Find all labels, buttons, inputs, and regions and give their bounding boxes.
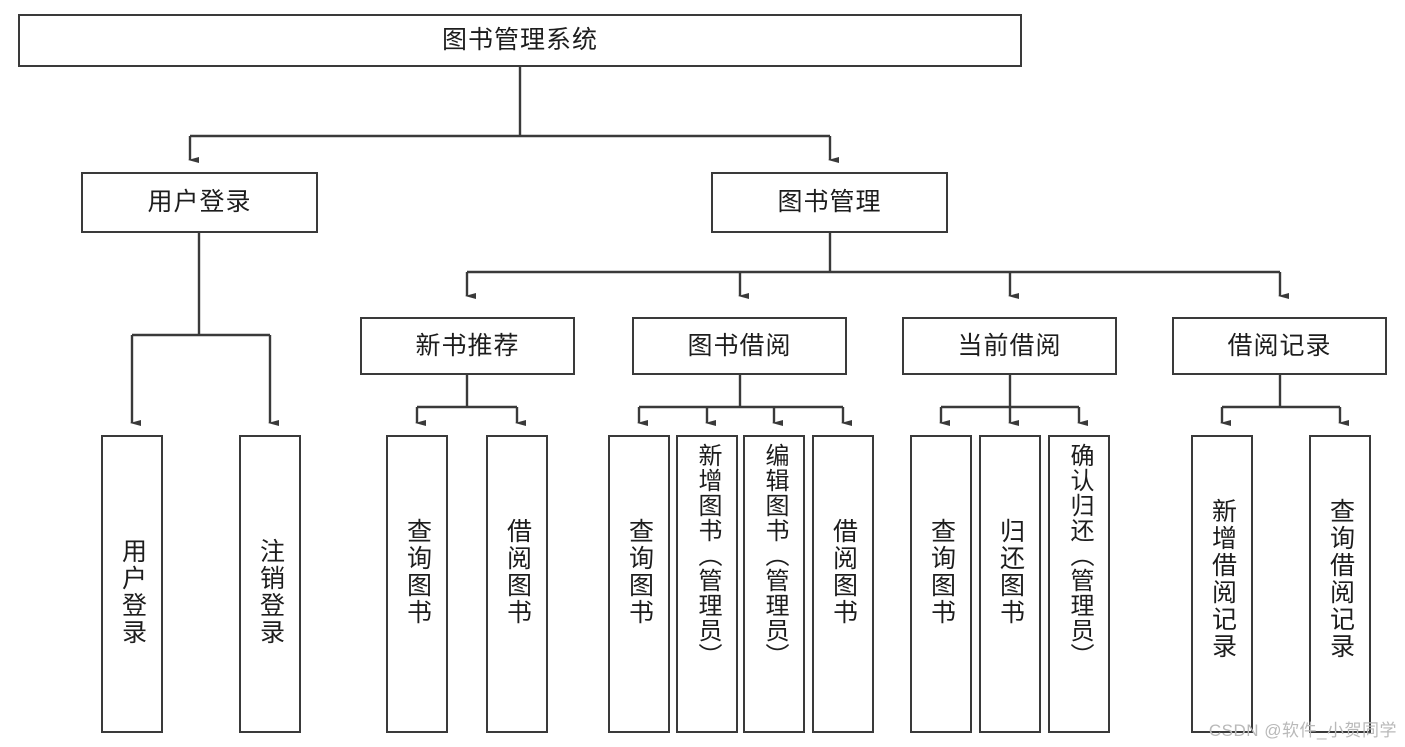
node-label: 用户登录 bbox=[118, 538, 147, 646]
node-label: 当前借阅 bbox=[957, 331, 1062, 360]
csdn-watermark: CSDN @软件_小贺同学 bbox=[1208, 721, 1397, 740]
node-root-system[interactable]: 图书管理系统 bbox=[18, 14, 1022, 67]
leaf-query-book-recommend[interactable]: 查询图书 bbox=[386, 435, 448, 733]
node-new-book-recommend[interactable]: 新书推荐 bbox=[360, 317, 575, 375]
leaf-query-book-borrow[interactable]: 查询图书 bbox=[608, 435, 670, 733]
node-label: 图书管理系统 bbox=[441, 26, 598, 54]
node-label: 图书借阅 bbox=[687, 331, 792, 360]
leaf-return-book[interactable]: 归还图书 bbox=[979, 435, 1041, 733]
leaf-user-login[interactable]: 用户登录 bbox=[101, 435, 163, 733]
node-user-login[interactable]: 用户登录 bbox=[81, 172, 318, 233]
node-book-borrow[interactable]: 图书借阅 bbox=[632, 317, 847, 375]
node-label: 新增图书（管理员） bbox=[693, 443, 721, 668]
leaf-edit-book-admin[interactable]: 编辑图书（管理员） bbox=[743, 435, 805, 733]
node-label: 借阅记录 bbox=[1227, 331, 1332, 360]
node-label: 新书推荐 bbox=[415, 331, 520, 360]
node-current-borrow[interactable]: 当前借阅 bbox=[902, 317, 1117, 375]
node-label: 确认归还（管理员） bbox=[1065, 443, 1093, 668]
node-label: 借阅图书 bbox=[829, 518, 858, 626]
node-label: 归还图书 bbox=[996, 518, 1025, 626]
leaf-user-logout[interactable]: 注销登录 bbox=[239, 435, 301, 733]
node-book-management[interactable]: 图书管理 bbox=[711, 172, 948, 233]
node-label: 注销登录 bbox=[256, 538, 285, 646]
node-label: 查询借阅记录 bbox=[1326, 498, 1355, 660]
leaf-add-borrow-record[interactable]: 新增借阅记录 bbox=[1191, 435, 1253, 733]
leaf-query-book-current[interactable]: 查询图书 bbox=[910, 435, 972, 733]
leaf-borrow-book[interactable]: 借阅图书 bbox=[812, 435, 874, 733]
node-label: 查询图书 bbox=[927, 518, 956, 626]
node-label: 编辑图书（管理员） bbox=[760, 443, 788, 668]
leaf-borrow-book-recommend[interactable]: 借阅图书 bbox=[486, 435, 548, 733]
leaf-query-borrow-record[interactable]: 查询借阅记录 bbox=[1309, 435, 1371, 733]
node-label: 查询图书 bbox=[403, 518, 432, 626]
node-label: 图书管理 bbox=[777, 188, 882, 216]
node-label: 查询图书 bbox=[625, 518, 654, 626]
node-label: 借阅图书 bbox=[503, 518, 532, 626]
node-borrow-record[interactable]: 借阅记录 bbox=[1172, 317, 1387, 375]
leaf-add-book-admin[interactable]: 新增图书（管理员） bbox=[676, 435, 738, 733]
leaf-confirm-return-admin[interactable]: 确认归还（管理员） bbox=[1048, 435, 1110, 733]
node-label: 用户登录 bbox=[147, 188, 252, 216]
node-label: 新增借阅记录 bbox=[1208, 498, 1237, 660]
